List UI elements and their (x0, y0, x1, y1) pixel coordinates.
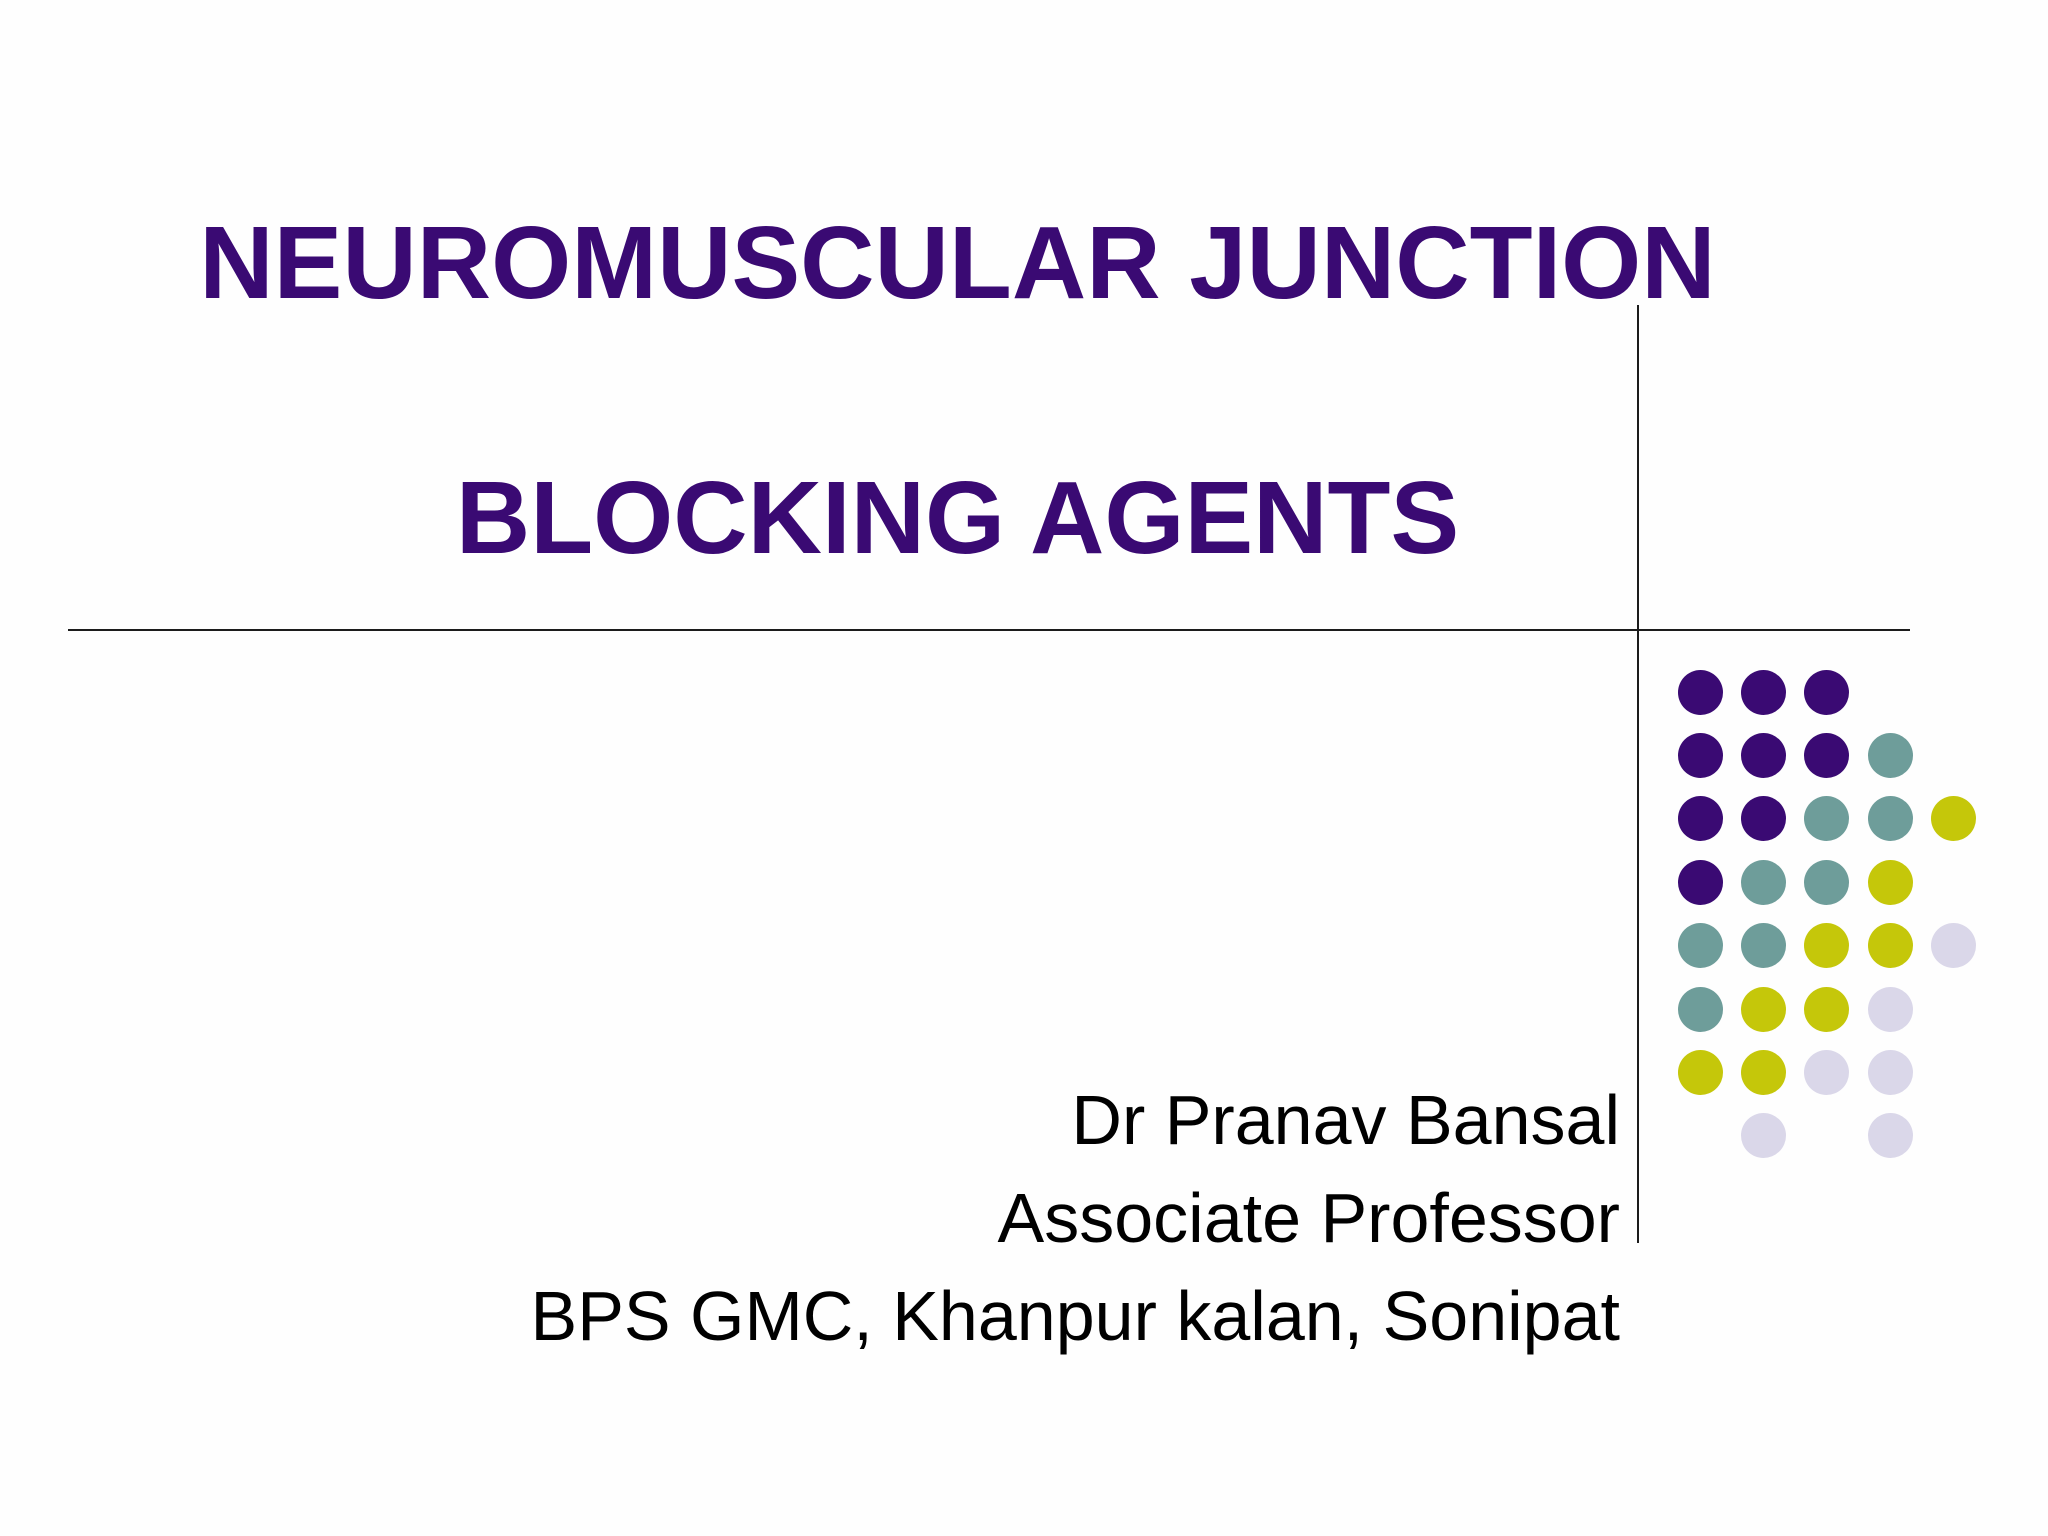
decorative-dot (1804, 669, 1850, 715)
decorative-dot (1804, 859, 1850, 905)
vertical-divider-line (1637, 305, 1639, 1243)
subtitle-block: Dr Pranav Bansal Associate Professor BPS… (300, 1071, 1620, 1365)
subtitle-role: Associate Professor (997, 1179, 1620, 1257)
decorative-dot (1677, 923, 1723, 969)
decorative-dot (1867, 923, 1913, 969)
decorative-dot (1740, 1049, 1786, 1095)
decorative-dot (1804, 1049, 1850, 1095)
decorative-dot (1740, 923, 1786, 969)
decorative-dot (1931, 796, 1977, 842)
subtitle-institution: BPS GMC, Khanpur kalan, Sonipat (530, 1277, 1620, 1355)
decorative-dot (1677, 859, 1723, 905)
slide-title-line-1: NEUROMUSCULAR JUNCTION (199, 205, 1716, 320)
horizontal-divider-line (68, 629, 1910, 631)
decorative-dot (1804, 923, 1850, 969)
decorative-dot (1867, 986, 1913, 1032)
decorative-dot (1740, 986, 1786, 1032)
decorative-dot (1677, 986, 1723, 1032)
decorative-dot (1867, 1113, 1913, 1159)
decorative-dot (1867, 796, 1913, 842)
subtitle-author: Dr Pranav Bansal (1071, 1081, 1620, 1159)
decorative-dot (1804, 796, 1850, 842)
decorative-dot (1740, 796, 1786, 842)
decorative-dot (1740, 1113, 1786, 1159)
decorative-dot (1740, 859, 1786, 905)
decorative-dot (1677, 1049, 1723, 1095)
decorative-dot (1867, 1049, 1913, 1095)
slide-title-line-2: BLOCKING AGENTS (455, 460, 1460, 575)
decorative-dot (1677, 669, 1723, 715)
decorative-dot (1804, 732, 1850, 778)
decorative-dot (1867, 732, 1913, 778)
decorative-dot (1740, 669, 1786, 715)
decorative-dot (1740, 732, 1786, 778)
decorative-dot (1677, 732, 1723, 778)
decorative-dot (1804, 986, 1850, 1032)
decorative-dot (1677, 796, 1723, 842)
decorative-dot (1931, 923, 1977, 969)
decorative-dot (1867, 859, 1913, 905)
